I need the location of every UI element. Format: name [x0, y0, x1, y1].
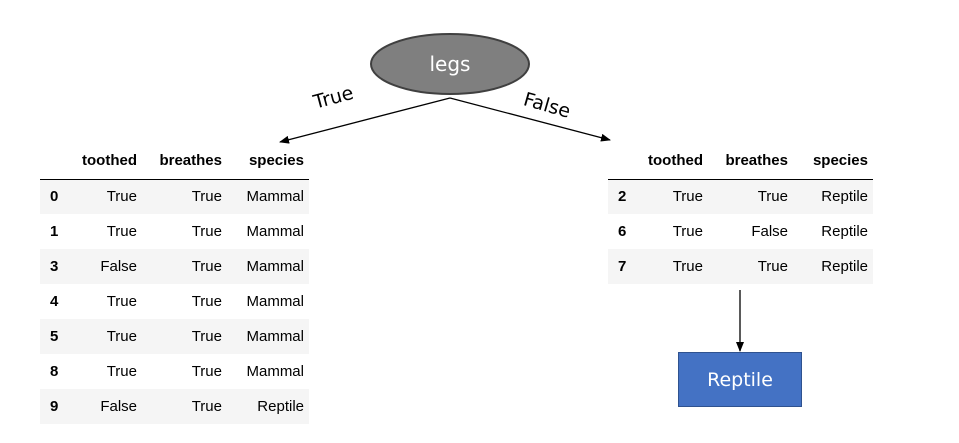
toothed-cell: True [106, 223, 137, 240]
row-index: 1 [50, 223, 59, 240]
species-cell: Mammal [227, 319, 309, 354]
species-cell: Mammal [246, 293, 304, 310]
breathes-header: breathes [708, 143, 793, 180]
row-index: 9 [40, 389, 70, 424]
species-cell: Mammal [227, 249, 309, 284]
toothed-header: toothed [638, 143, 708, 180]
species-cell: Reptile [793, 249, 873, 284]
toothed-cell: True [638, 179, 708, 214]
table-row: 4 True True Mammal [40, 284, 309, 319]
index-header [40, 143, 70, 180]
breathes-cell: True [191, 223, 222, 240]
species-cell: Reptile [821, 223, 868, 240]
row-index: 8 [50, 363, 59, 380]
breathes-cell: True [142, 389, 227, 424]
breathes-cell: True [142, 179, 227, 214]
species-header: species [793, 143, 873, 180]
row-index: 0 [40, 179, 70, 214]
row-index: 3 [40, 249, 70, 284]
breathes-cell: True [142, 319, 227, 354]
toothed-cell: False [70, 389, 142, 424]
species-cell: Reptile [227, 389, 309, 424]
table-header-row: toothed breathes species [608, 143, 873, 180]
toothed-header: toothed [70, 143, 142, 180]
toothed-cell: True [106, 363, 137, 380]
root-node-label: legs [429, 52, 471, 76]
toothed-cell: True [638, 249, 708, 284]
breathes-cell: True [191, 293, 222, 310]
breathes-cell: False [751, 223, 788, 240]
toothed-cell: True [70, 319, 142, 354]
species-cell: Reptile [793, 179, 873, 214]
toothed-cell: True [70, 179, 142, 214]
row-index: 5 [40, 319, 70, 354]
toothed-cell: True [106, 293, 137, 310]
species-cell: Mammal [246, 223, 304, 240]
species-header: species [227, 143, 309, 180]
leaf-node-label: Reptile [707, 368, 773, 391]
table-header-row: toothed breathes species [40, 143, 309, 180]
table-row: 1 True True Mammal [40, 214, 309, 249]
row-index: 4 [50, 293, 59, 310]
row-index: 2 [608, 179, 638, 214]
true-branch-arrow [279, 97, 451, 144]
root-node-ellipse [370, 33, 530, 95]
toothed-cell: True [672, 223, 703, 240]
breathes-header: breathes [142, 143, 227, 180]
breathes-cell: True [142, 249, 227, 284]
leaf-node-reptile: Reptile [678, 352, 802, 407]
breathes-cell: True [708, 249, 793, 284]
table-row: 8 True True Mammal [40, 354, 309, 389]
row-index: 6 [618, 223, 627, 240]
false-branch-arrow [449, 97, 611, 142]
breathes-cell: True [191, 363, 222, 380]
species-cell: Mammal [246, 363, 304, 380]
breathes-cell: True [708, 179, 793, 214]
index-header [608, 143, 638, 180]
species-cell: Mammal [227, 179, 309, 214]
row-index: 7 [608, 249, 638, 284]
table-row: 6 True False Reptile [608, 214, 873, 249]
toothed-cell: False [70, 249, 142, 284]
